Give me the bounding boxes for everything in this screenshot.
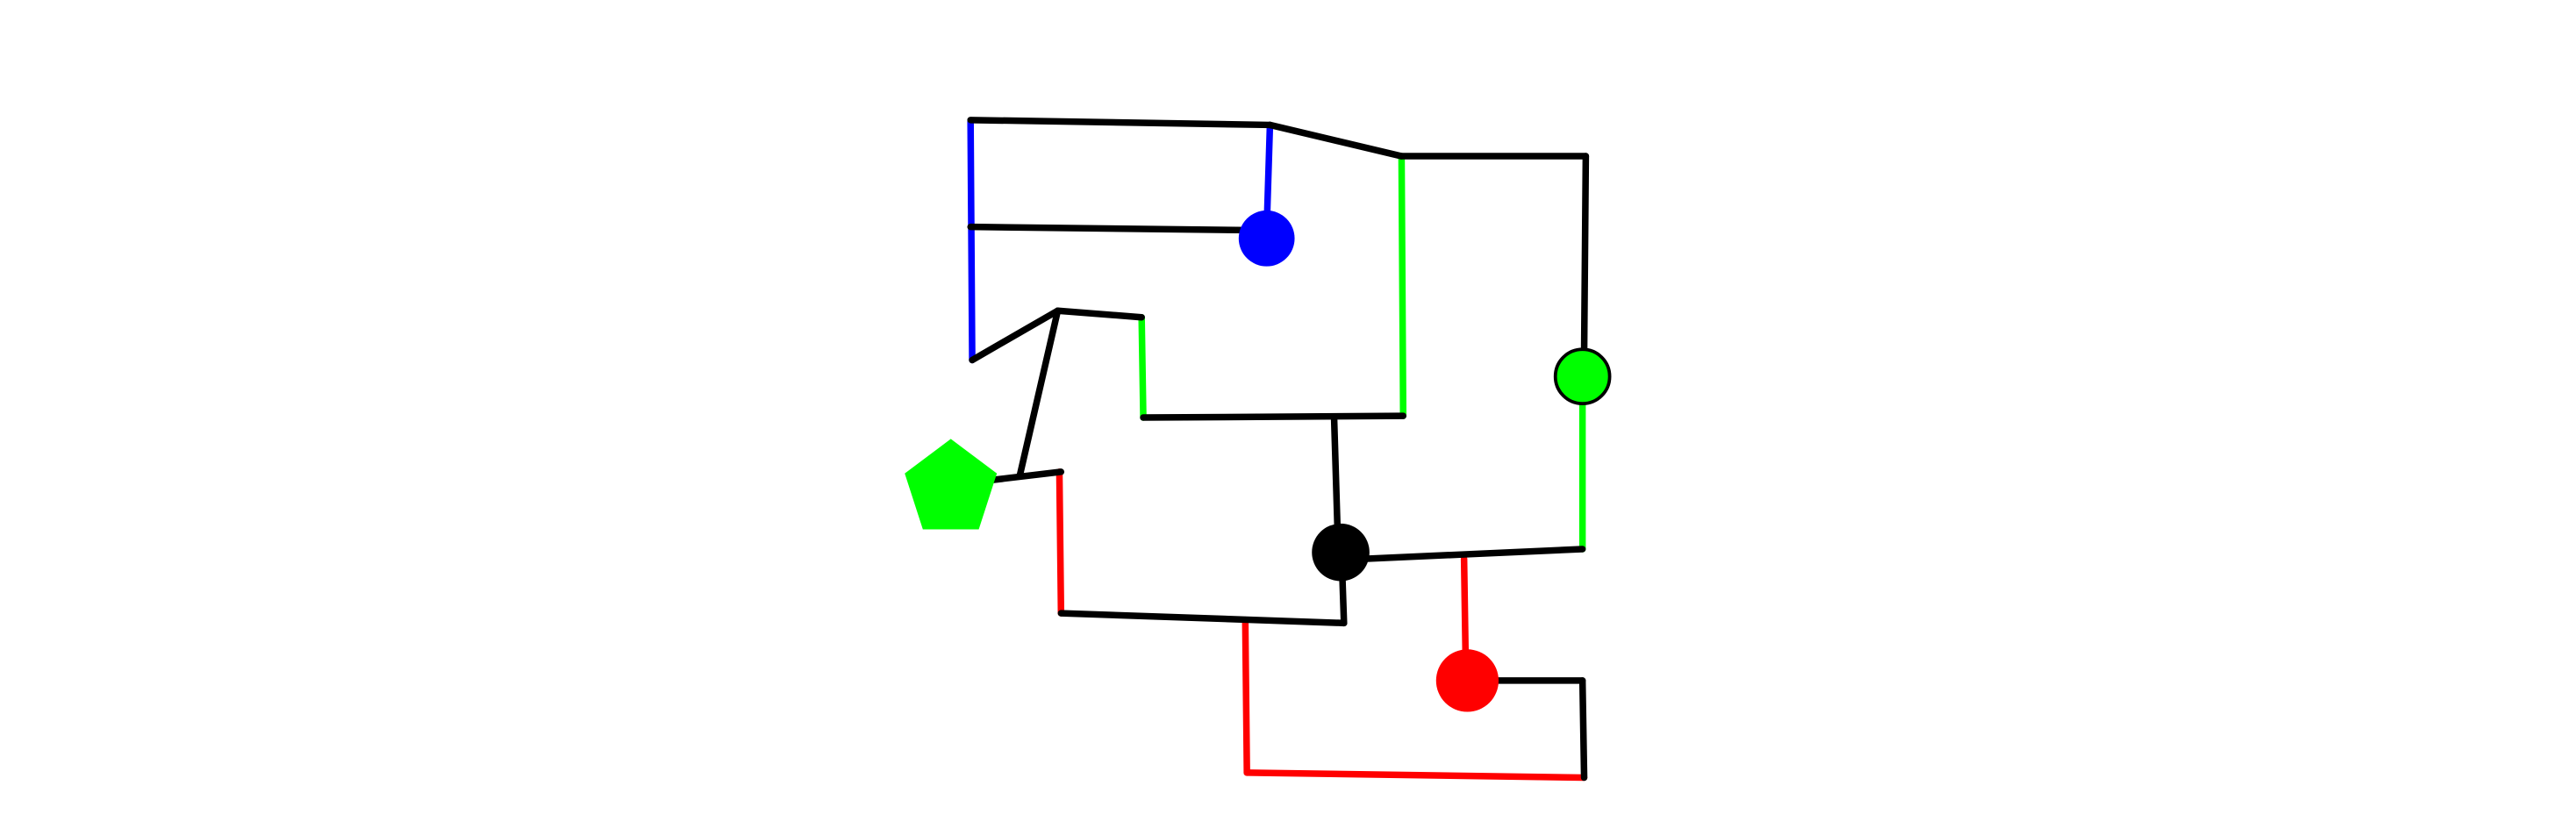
black-circle <box>1312 523 1370 582</box>
black-wire-right-upper-vertical <box>1580 153 1590 355</box>
black-wire-right-lower-vertical <box>1578 677 1588 782</box>
black-wire-black-circle-right <box>1358 546 1586 562</box>
red-wire-left-vertical <box>1055 468 1065 617</box>
green-wire-short-vertical <box>1138 313 1147 421</box>
blue-wire-left-vertical <box>967 118 976 364</box>
black-wire-top-slant <box>1266 121 1406 160</box>
red-wire-to-red-circle <box>1460 555 1470 669</box>
black-wire-left-diagonal <box>969 307 1062 364</box>
green-pentagon <box>905 439 998 530</box>
black-wire-to-blue-circle <box>967 223 1250 234</box>
black-wire-pentagon-link <box>988 468 1065 484</box>
green-circle <box>1553 347 1612 405</box>
red-wire-mid-vertical <box>1241 616 1250 776</box>
black-wire-upper-short <box>1054 307 1145 321</box>
black-wire-middle-horizontal <box>1140 412 1407 421</box>
black-wire-black-circle-down <box>1339 572 1348 627</box>
black-wire-lower-horizontal <box>1057 610 1348 627</box>
blue-circle <box>1238 210 1295 267</box>
green-wire-center-vertical <box>1398 153 1407 419</box>
red-circle <box>1435 649 1499 712</box>
black-wire-top-left <box>967 117 1274 129</box>
black-wire-to-black-circle <box>1330 414 1342 530</box>
red-wire-bottom-horizontal <box>1243 769 1588 782</box>
black-wire-steep-diagonal <box>1016 307 1062 479</box>
